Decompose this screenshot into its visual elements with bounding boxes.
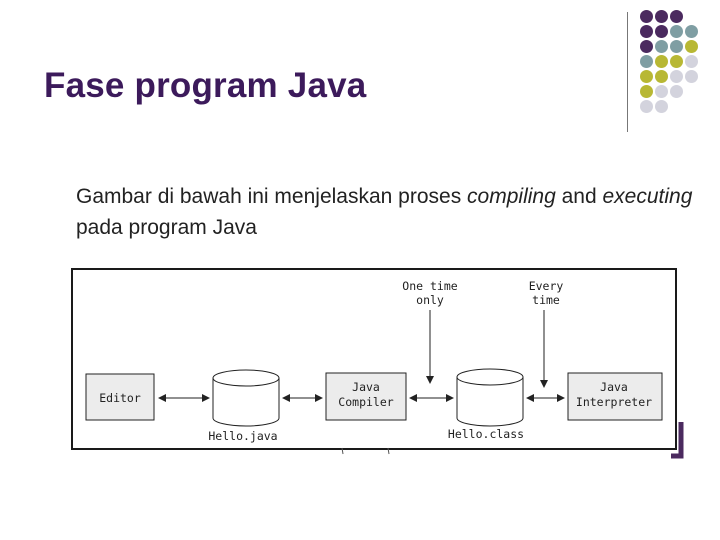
decorative-dot (685, 55, 698, 68)
decorative-dot (655, 70, 668, 83)
body-text-part: and (555, 185, 603, 208)
source-file-label: Hello.java (208, 429, 277, 443)
one-time-label-line1: One time (402, 279, 457, 293)
every-time-label-line2: time (532, 293, 560, 307)
decorative-dot (670, 25, 683, 38)
decorative-dot (685, 40, 698, 53)
compiler-label-line2: Compiler (338, 395, 393, 409)
one-time-label-line2: only (416, 293, 444, 307)
decorative-dot (655, 25, 668, 38)
compiler-label-line1: Java (352, 380, 380, 394)
title-divider (627, 12, 628, 132)
decorative-dot (670, 55, 683, 68)
decorative-dot (655, 100, 668, 113)
decorative-dot (670, 10, 683, 23)
decorative-dot (655, 40, 668, 53)
compiler-box: Java Compiler (325, 372, 407, 421)
decorative-dot (670, 40, 683, 53)
decorative-dot (670, 85, 683, 98)
class-file-label: Hello.class (448, 427, 524, 441)
decorative-dot (685, 70, 698, 83)
body-text-emphasis-compiling: compiling (467, 185, 556, 208)
decorative-dot (685, 25, 698, 38)
body-text-emphasis-executing: executing (602, 185, 693, 208)
every-time-label-line1: Every (529, 279, 564, 293)
body-text: Gambar di bawah ini menjelaskan proses c… (76, 181, 696, 243)
decorative-dot (640, 10, 653, 23)
slide-title: Fase program Java (44, 66, 367, 105)
decorative-dot (640, 25, 653, 38)
diagram-canvas: Editor Hello.java Java Compiler Hello.cl… (85, 279, 663, 443)
editor-box: Editor (85, 373, 155, 421)
decorative-dot (655, 55, 668, 68)
decorative-dot (640, 40, 653, 53)
corner-bracket-decoration (671, 422, 684, 459)
body-text-part: Gambar di bawah ini menjelaskan proses (76, 185, 468, 208)
source-file-cylinder: Hello.java (208, 369, 280, 443)
interpreter-label-line2: Interpreter (576, 395, 652, 409)
class-file-cylinder: Hello.class (448, 368, 524, 441)
decorative-dot (655, 10, 668, 23)
decorative-dot (640, 85, 653, 98)
scan-artifact-marks (341, 447, 390, 455)
decorative-dot (670, 70, 683, 83)
decorative-dot (640, 70, 653, 83)
editor-label: Editor (99, 391, 141, 405)
body-text-part: pada program Java (76, 216, 257, 239)
dot-grid-decoration (638, 10, 720, 120)
decorative-dot (640, 100, 653, 113)
compile-execute-diagram: Editor Hello.java Java Compiler Hello.cl… (71, 268, 677, 450)
decorative-dot (655, 85, 668, 98)
decorative-dot (640, 55, 653, 68)
interpreter-box: Java Interpreter (567, 372, 663, 421)
interpreter-label-line1: Java (600, 380, 628, 394)
